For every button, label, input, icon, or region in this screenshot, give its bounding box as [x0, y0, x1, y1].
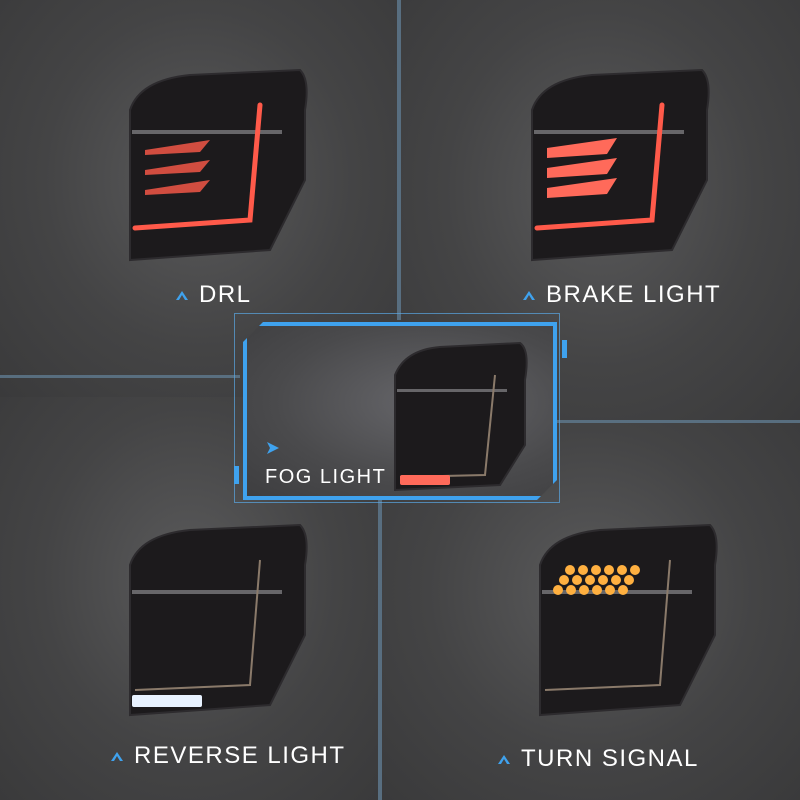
- label-turn-signal: TURN SIGNAL: [497, 745, 699, 773]
- chevron-up-icon: [176, 291, 188, 300]
- frame-tab-right: [562, 340, 567, 358]
- label-text: DRL: [199, 281, 252, 308]
- label-fog-light: FOG LIGHT: [265, 466, 387, 488]
- frame-tab-left: [234, 466, 239, 484]
- label-drl: DRL: [175, 281, 252, 309]
- label-text: BRAKE LIGHT: [546, 281, 722, 308]
- tail-lamp-reverse: [129, 523, 308, 717]
- label-text: TURN SIGNAL: [521, 745, 699, 772]
- tail-lamp-brake: [531, 68, 710, 262]
- chevron-up-icon: [498, 755, 510, 764]
- tail-lamp-turn: [539, 523, 718, 717]
- label-text: REVERSE LIGHT: [134, 742, 346, 769]
- divider-vertical-top: [397, 0, 401, 320]
- label-reverse-light: REVERSE LIGHT: [110, 742, 346, 770]
- divider-horizontal-right: [552, 420, 800, 423]
- chevron-right-icon: [267, 442, 279, 454]
- divider-vertical-bottom: [378, 497, 382, 800]
- label-brake-light: BRAKE LIGHT: [522, 281, 721, 309]
- fog-outer-frame: [234, 313, 560, 503]
- chevron-up-icon: [111, 752, 123, 761]
- tail-lamp-drl: [129, 68, 308, 262]
- divider-horizontal-left: [0, 375, 240, 378]
- tail-lamp-fog: [394, 341, 528, 492]
- chevron-up-icon: [523, 291, 535, 300]
